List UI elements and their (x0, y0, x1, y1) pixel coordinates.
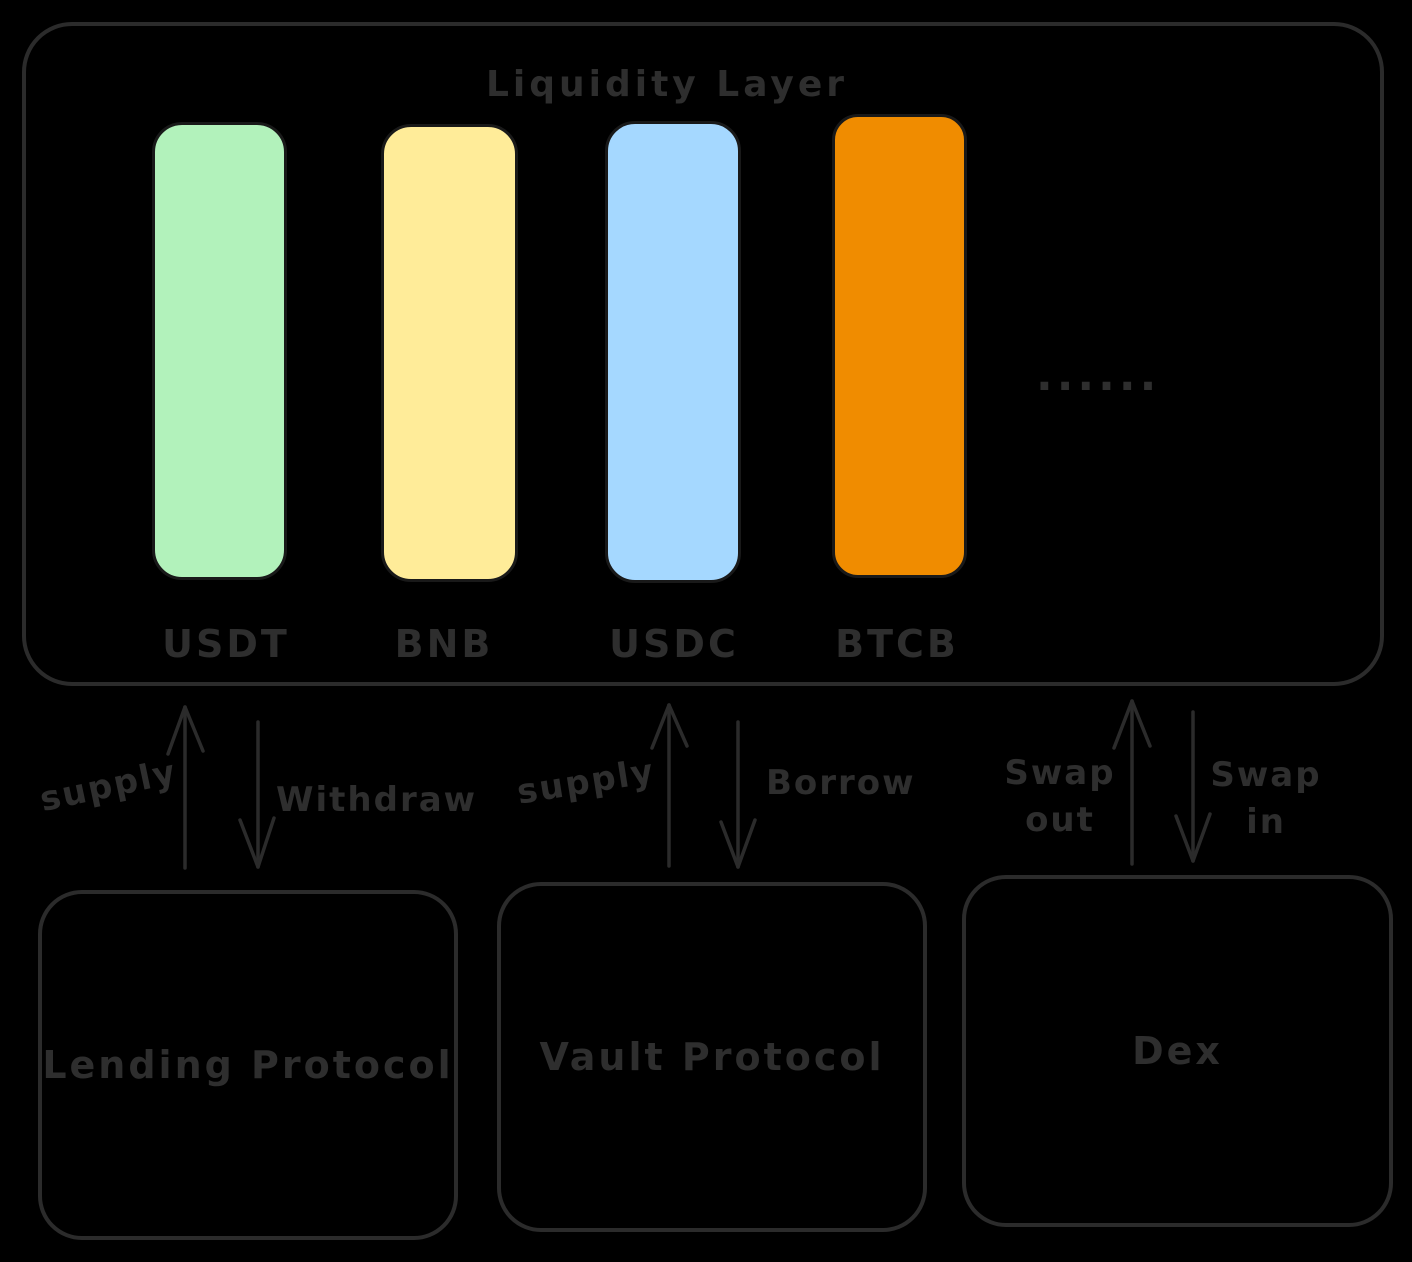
usdt-bar (152, 122, 287, 580)
dex-box: Dex (962, 875, 1393, 1227)
liquidity-layer-box (22, 22, 1384, 686)
dex-swap-in-down-arrow (1174, 710, 1212, 863)
dex-swap-in-line2: in (1246, 802, 1286, 842)
lending-supply-up-arrow (166, 705, 205, 870)
lending-protocol-box: Lending Protocol (38, 890, 458, 1240)
dex-swap-out-label: Swap out (998, 750, 1122, 844)
more-assets-dots: ...... (1036, 350, 1161, 401)
btcb-label: BTCB (835, 622, 959, 666)
bnb-label: BNB (394, 622, 494, 666)
lending-withdraw-down-arrow (238, 720, 276, 869)
dex-swap-in-line1: Swap (1210, 755, 1322, 795)
lending-withdraw-label: Withdraw (276, 780, 478, 820)
vault-supply-up-arrow (650, 703, 689, 868)
dex-label: Dex (1132, 1029, 1223, 1073)
vault-protocol-label: Vault Protocol (539, 1035, 885, 1079)
dex-swap-out-line1: Swap (1004, 753, 1116, 793)
vault-borrow-label: Borrow (766, 763, 916, 803)
usdt-label: USDT (162, 622, 290, 666)
usdc-bar (605, 121, 741, 583)
vault-borrow-down-arrow (719, 720, 757, 869)
btcb-bar (832, 114, 967, 578)
lending-protocol-label: Lending Protocol (42, 1043, 454, 1087)
dex-swap-out-line2: out (1025, 800, 1095, 840)
bnb-bar (381, 124, 518, 582)
dex-swap-in-label: Swap in (1204, 752, 1328, 846)
liquidity-layer-title: Liquidity Layer (485, 64, 849, 105)
dex-swap-out-up-arrow (1112, 699, 1152, 866)
usdc-label: USDC (609, 622, 739, 666)
vault-protocol-box: Vault Protocol (497, 882, 927, 1232)
